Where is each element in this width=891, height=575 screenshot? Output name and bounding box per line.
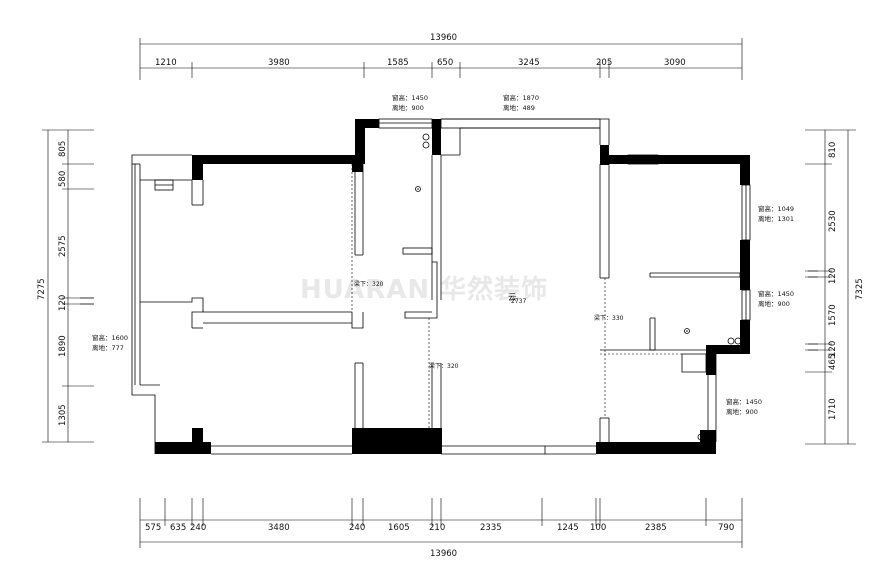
cloud-symbol: 云 [508, 293, 517, 303]
bottom-dim-3: 240 [190, 523, 206, 533]
window-6-sill: 离地：900 [726, 407, 758, 416]
left-dim-4: 120 [58, 295, 68, 311]
drain-icon [422, 133, 430, 141]
left-dim-3: 2575 [58, 235, 68, 257]
fixtures [415, 133, 742, 441]
window-1-sill: 离地：900 [392, 103, 424, 112]
top-total-dimension: 13960 [430, 33, 457, 43]
bottom-dim-8: 2335 [480, 523, 502, 533]
floor-drain-icon [415, 186, 421, 192]
ceiling-height-value: 2737 [511, 298, 526, 305]
beam-lines [351, 164, 682, 428]
window-notes: 窗高：1450 离地：900 窗高：1870 离地：489 窗高：1049 离地… [92, 93, 794, 416]
bottom-dim-6: 1605 [388, 523, 410, 533]
beam-notes: 梁下：320 梁下：320 梁下：330 [354, 280, 624, 370]
right-dim-3: 120 [828, 268, 838, 284]
drain-icon [734, 337, 742, 345]
left-dim-2: 580 [58, 171, 68, 187]
bottom-dim-10: 100 [590, 523, 606, 533]
bottom-dim-11: 2385 [645, 523, 667, 533]
right-wall-ticks [80, 270, 818, 351]
right-dimension-chain: 7325 810 2530 120 1570 120 465 1710 [805, 129, 865, 445]
drain-icon [704, 433, 712, 441]
bottom-dim-7: 210 [429, 523, 445, 533]
right-dim-6: 465 [828, 354, 838, 370]
right-dim-7: 1710 [828, 398, 838, 420]
top-dim-2: 3980 [268, 58, 290, 68]
top-dim-4: 650 [437, 58, 453, 68]
beam-note-1: 梁下：320 [354, 280, 384, 288]
bottom-dim-2: 635 [170, 523, 186, 533]
bottom-dimension-chain: 575 635 240 3480 240 1605 210 2335 1245 … [139, 498, 743, 559]
right-dim-5: 120 [828, 341, 838, 357]
top-dim-3: 1585 [387, 58, 409, 68]
top-dim-6: 205 [596, 58, 612, 68]
right-dim-1: 810 [828, 142, 838, 158]
left-total-dimension: 7275 [37, 278, 47, 300]
right-dim-2: 2530 [828, 210, 838, 232]
ceiling-height-mark: 云 2737 [508, 293, 526, 305]
drain-icon [422, 141, 430, 149]
left-dim-1: 805 [58, 141, 68, 157]
top-dim-7: 3090 [664, 58, 686, 68]
left-dim-6: 1305 [58, 404, 68, 426]
beam-note-2: 梁下：320 [429, 362, 459, 370]
bottom-dim-4: 3480 [268, 523, 290, 533]
right-total-dimension: 7325 [855, 278, 865, 300]
window-3-sill: 离地：1301 [758, 214, 794, 223]
floor-drain-icon [684, 328, 690, 334]
window-4-height: 窗高：1450 [758, 289, 794, 298]
window-5-height: 窗高：1600 [92, 333, 128, 342]
bottom-dim-5: 240 [349, 523, 365, 533]
top-dim-5: 3245 [518, 58, 540, 68]
drain-icon [727, 337, 735, 345]
beam-note-3: 梁下：330 [594, 314, 624, 322]
window-3-height: 窗高：1049 [758, 204, 794, 213]
bottom-dim-9: 1245 [557, 523, 579, 533]
left-dim-5: 1890 [58, 335, 68, 357]
top-dim-1: 1210 [155, 58, 177, 68]
window-4-sill: 离地：900 [758, 299, 790, 308]
window-2-sill: 离地：489 [503, 103, 535, 112]
bottom-dim-1: 575 [145, 523, 161, 533]
walls [155, 119, 750, 454]
right-dim-4: 1570 [828, 304, 838, 326]
top-dimension-chain: 13960 1210 3980 1585 650 3245 205 3090 [139, 33, 743, 80]
wall-outlines [131, 118, 751, 455]
drain-icon [697, 433, 705, 441]
window-1-height: 窗高：1450 [392, 93, 428, 102]
bottom-dim-12: 790 [718, 523, 734, 533]
window-6-height: 窗高：1450 [726, 397, 762, 406]
bottom-total-dimension: 13960 [430, 549, 457, 559]
left-dimension-chain: 7275 805 580 2575 120 1890 1305 [37, 129, 94, 443]
window-5-sill: 离地：777 [92, 343, 124, 352]
watermark: HUARAN 华然装饰 [300, 274, 548, 305]
window-2-height: 窗高：1870 [503, 93, 539, 102]
